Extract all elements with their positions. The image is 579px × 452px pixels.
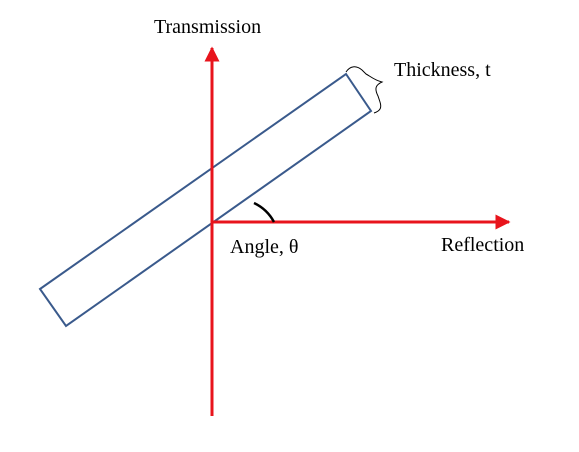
transmission-label: Transmission bbox=[154, 16, 261, 38]
thickness-brace bbox=[345, 66, 384, 114]
angle-label: Angle, θ bbox=[230, 236, 298, 258]
sample-slab bbox=[38, 72, 373, 328]
thickness-label: Thickness, t bbox=[394, 59, 491, 81]
angle-arc bbox=[253, 201, 276, 223]
reflection-label: Reflection bbox=[441, 234, 524, 256]
